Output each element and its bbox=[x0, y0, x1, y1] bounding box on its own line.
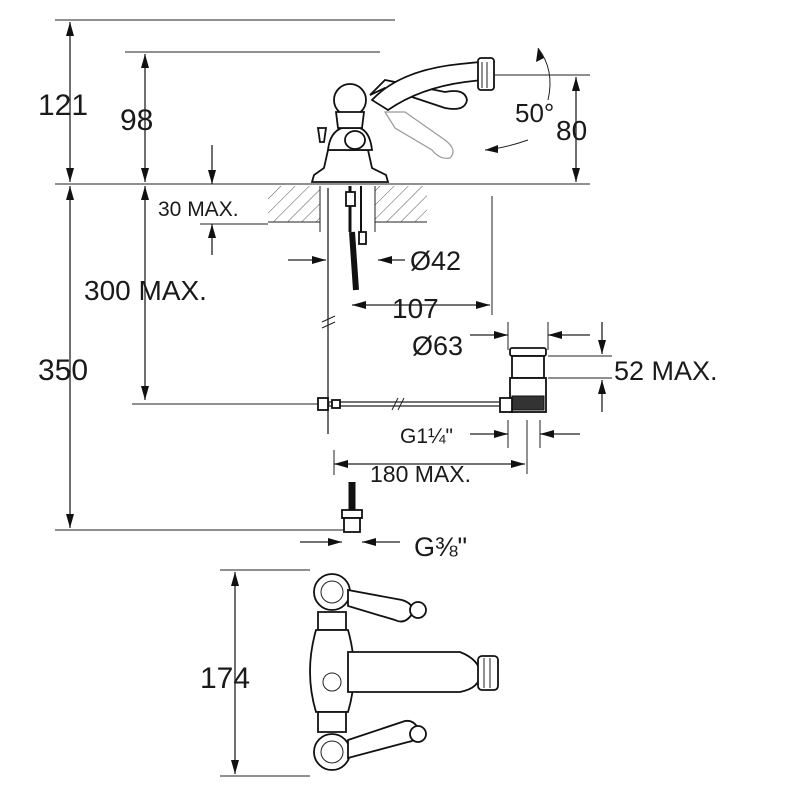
dimension-121 bbox=[66, 22, 74, 182]
supply-hoses bbox=[327, 186, 367, 434]
dim-label-g3-8: G⅜" bbox=[414, 532, 467, 562]
dimension-g1-1-4 bbox=[470, 420, 580, 474]
dim-label-d63: Ø63 bbox=[412, 331, 463, 361]
popup-waste bbox=[317, 347, 547, 413]
dimension-300-max bbox=[132, 186, 330, 405]
dim-label-350: 350 bbox=[38, 354, 88, 387]
rod-break-marks bbox=[321, 315, 405, 411]
dim-label-107: 107 bbox=[392, 293, 439, 324]
dimension-d42 bbox=[288, 256, 405, 264]
angle-label-50: 50° bbox=[515, 98, 554, 128]
dim-label-300-max: 300 MAX. bbox=[84, 275, 207, 306]
top-view: 174 bbox=[200, 569, 499, 777]
dim-label-g1-1-4: G1¼" bbox=[400, 425, 453, 448]
dim-label-52-max: 52 MAX. bbox=[614, 356, 718, 386]
dimension-180-max bbox=[333, 450, 525, 475]
dimension-174 bbox=[231, 572, 239, 774]
dimension-g3-8 bbox=[300, 538, 400, 546]
dim-label-98: 98 bbox=[120, 104, 153, 137]
supply-connection bbox=[341, 482, 363, 533]
side-view: 121 98 30 MAX. bbox=[38, 19, 718, 562]
deck-section bbox=[268, 186, 427, 232]
dim-label-80: 80 bbox=[556, 115, 587, 146]
dimension-98 bbox=[141, 54, 149, 182]
dim-label-180-max: 180 MAX. bbox=[370, 461, 471, 487]
dimension-30-max bbox=[200, 145, 268, 255]
dim-label-174: 174 bbox=[200, 662, 250, 695]
dim-label-121: 121 bbox=[38, 89, 88, 122]
dimension-52-max bbox=[548, 322, 612, 412]
dimension-d63 bbox=[470, 322, 590, 350]
dim-label-d42: Ø42 bbox=[410, 246, 461, 276]
dim-label-30-max: 30 MAX. bbox=[158, 198, 239, 221]
dimension-350 bbox=[55, 186, 345, 531]
angle-50 bbox=[484, 47, 551, 153]
faucet-top-outline bbox=[309, 573, 499, 771]
dimension-80 bbox=[495, 74, 590, 182]
faucet-body bbox=[310, 57, 495, 183]
dimension-107 bbox=[352, 196, 493, 315]
